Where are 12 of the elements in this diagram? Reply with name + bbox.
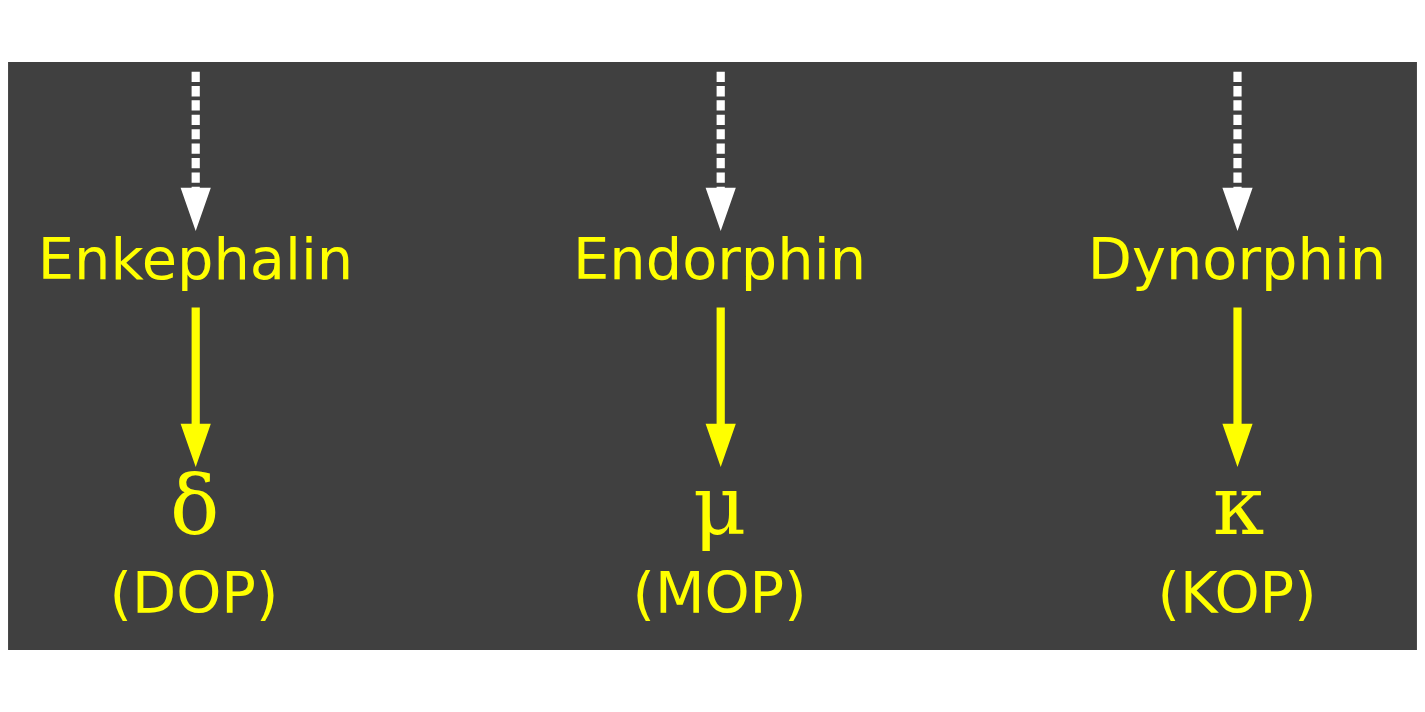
node-text: μ (MOP)	[632, 458, 807, 627]
arrow	[1222, 307, 1253, 468]
arrow	[180, 307, 211, 468]
node-text: δ (DOP)	[109, 458, 279, 627]
node-text: Dynorphin	[1087, 225, 1387, 293]
arrow	[1222, 71, 1253, 231]
arrow	[705, 307, 736, 468]
arrow	[705, 71, 736, 231]
node-text: Endorphin	[573, 225, 867, 293]
node-text: κ (KOP)	[1157, 458, 1317, 627]
node-text: Enkephalin	[37, 225, 354, 293]
arrow	[180, 71, 211, 231]
